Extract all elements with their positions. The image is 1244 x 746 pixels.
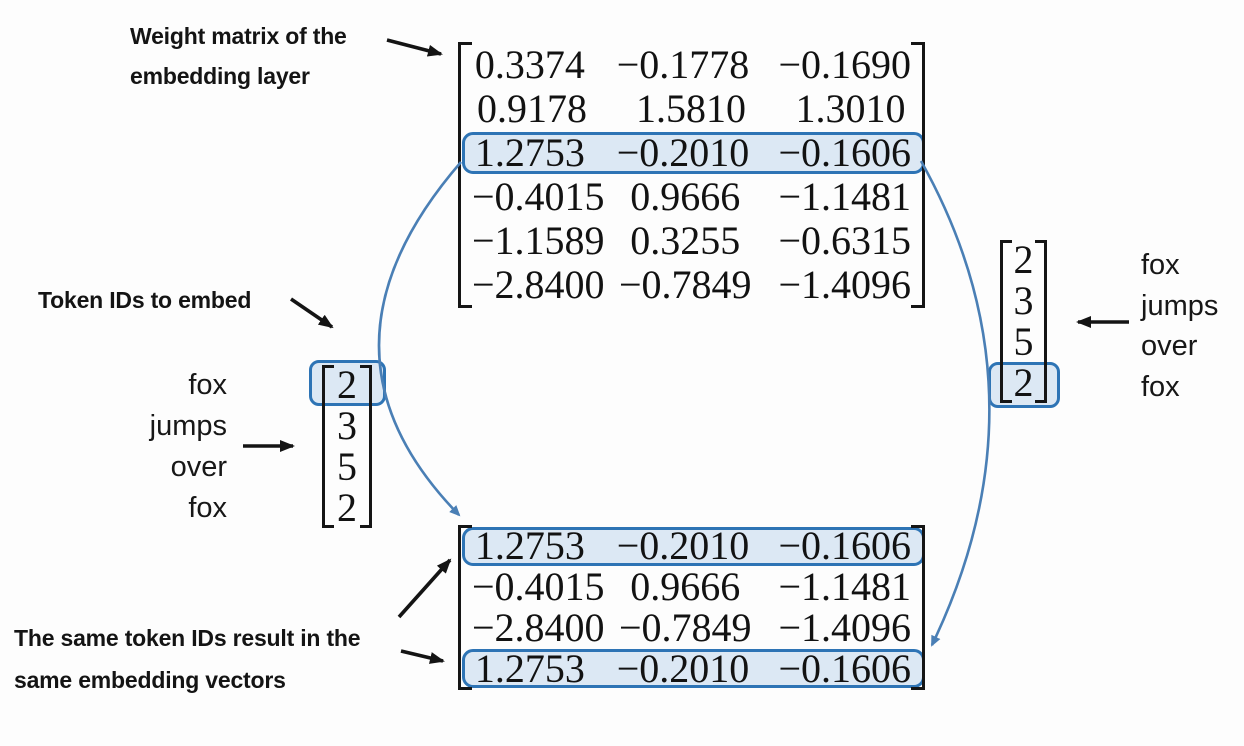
matrix-cell: 1.5810 <box>636 86 746 131</box>
token-id-left-3: 2 <box>322 487 372 528</box>
matrix-cell: −0.4015 <box>472 564 605 610</box>
matrix-cell: 1.2753 <box>474 130 585 175</box>
weight-matrix-row-1: 0.9178 1.5810 1.3010 <box>472 87 911 131</box>
token-id-value: 5 <box>1013 318 1034 364</box>
same-token-ids-label: The same token IDs result in the same em… <box>14 617 361 701</box>
same-token-ids-label-line2: same embedding vectors <box>14 667 286 693</box>
token-words-left: fox jumps over fox <box>115 365 227 529</box>
token-id-value: 2 <box>337 484 357 530</box>
right-bracket-icon <box>360 365 372 528</box>
token-id-right-2: 5 <box>1000 318 1047 364</box>
token-id-value: 3 <box>1013 278 1034 324</box>
token-id-value: 2 <box>1013 237 1034 283</box>
right-bracket-icon <box>911 42 925 308</box>
token-word: fox <box>1141 249 1180 281</box>
matrix-cell: −0.2010 <box>616 645 750 691</box>
token-id-left-1: 3 <box>322 406 372 447</box>
matrix-cell: 0.3255 <box>630 218 741 263</box>
token-id-right-0: 2 <box>1000 240 1047 281</box>
weight-matrix-row-2-highlighted: 1.2753 −0.2010 −0.1606 <box>462 130 925 175</box>
token-ids-label: Token IDs to embed <box>38 287 252 313</box>
matrix-cell: −2.8400 <box>472 262 605 307</box>
matrix-cell: 1.2753 <box>474 523 585 569</box>
token-word: over <box>1141 330 1198 362</box>
matrix-cell: −0.1606 <box>778 645 911 691</box>
token-word: fox <box>188 492 227 524</box>
embedding-matrix-row-0-highlighted: 1.2753 −0.2010 −0.1606 <box>462 523 925 569</box>
matrix-cell: −0.6315 <box>778 218 911 263</box>
matrix-cell: −2.8400 <box>472 604 605 650</box>
arrow-token-ids-label-icon <box>289 297 334 329</box>
matrix-cell: 0.9666 <box>630 564 741 610</box>
matrix-cell: −0.7849 <box>618 604 752 650</box>
embedding-matrix-row-2: −2.8400 −0.7849 −1.4096 <box>472 604 911 650</box>
token-id-value: 5 <box>337 443 357 489</box>
weight-matrix-row-5: −2.8400 −0.7849 −1.4096 <box>472 263 911 307</box>
right-bracket-icon <box>1035 240 1047 403</box>
matrix-cell: −0.7849 <box>618 262 752 307</box>
matrix-cell: 1.3010 <box>795 86 906 131</box>
token-id-right-1: 3 <box>1000 281 1047 322</box>
matrix-cell: −0.4015 <box>472 174 605 219</box>
weight-matrix: 0.3374 −0.1778 −0.1690 0.9178 1.5810 1.3… <box>458 42 925 308</box>
weight-matrix-label-line2: embedding layer <box>130 63 310 89</box>
left-bracket-icon <box>458 525 472 690</box>
matrix-cell: −1.1589 <box>472 218 605 263</box>
token-word: over <box>170 451 227 483</box>
matrix-cell: 0.3374 <box>474 42 585 87</box>
matrix-cell: −0.1690 <box>778 42 911 87</box>
weight-matrix-row-3: −0.4015 0.9666 −1.1481 <box>472 175 911 219</box>
matrix-cell: 0.9178 <box>477 86 587 131</box>
matrix-cell: −1.4096 <box>778 262 911 307</box>
matrix-cell: −0.2010 <box>616 523 750 569</box>
arc-left-token2-icon <box>377 161 462 517</box>
weight-matrix-label: Weight matrix of the embedding layer <box>130 16 347 96</box>
matrix-cell: −0.1778 <box>616 42 750 87</box>
embedding-matrix: 1.2753 −0.2010 −0.1606 −0.4015 0.9666 −1… <box>458 525 925 690</box>
token-word: jumps <box>149 410 227 442</box>
token-id-left-0-highlighted: 2 <box>309 360 386 408</box>
weight-matrix-label-line1: Weight matrix of the <box>130 23 347 49</box>
matrix-cell: −0.2010 <box>616 130 750 175</box>
embedding-matrix-row-1: −0.4015 0.9666 −1.1481 <box>472 567 911 608</box>
matrix-cell: −1.1481 <box>778 564 911 610</box>
token-id-value: 2 <box>1013 359 1034 405</box>
arrow-same-ids-top-icon <box>397 558 452 619</box>
matrix-cell: −0.1606 <box>778 523 911 569</box>
left-bracket-icon <box>458 42 472 308</box>
arrow-weight-matrix-label-icon <box>386 38 443 57</box>
token-word: fox <box>1141 370 1180 403</box>
left-bracket-icon <box>322 365 334 528</box>
arrow-same-ids-bottom-icon <box>400 649 445 664</box>
left-bracket-icon <box>1000 240 1012 403</box>
token-id-left-2: 5 <box>322 443 372 489</box>
token-id-vector-right: 2 3 5 2 <box>988 240 1060 408</box>
matrix-cell: −1.4096 <box>778 604 911 650</box>
matrix-cell: 0.9666 <box>630 174 741 219</box>
token-word: fox <box>188 369 227 401</box>
arc-right-token2-icon <box>919 160 991 647</box>
weight-matrix-row-4: −1.1589 0.3255 −0.6315 <box>472 219 911 263</box>
token-id-vector-left: 2 3 5 2 <box>309 360 386 528</box>
embedding-matrix-row-3-highlighted: 1.2753 −0.2010 −0.1606 <box>462 645 925 691</box>
token-id-value: 2 <box>337 362 357 408</box>
token-id-value: 3 <box>337 403 357 449</box>
matrix-cell: 1.2753 <box>474 645 585 691</box>
right-bracket-icon <box>911 525 925 690</box>
matrix-cell: −1.1481 <box>778 174 911 219</box>
token-word: jumps <box>1141 289 1219 322</box>
matrix-cell: −0.1606 <box>778 130 911 175</box>
weight-matrix-row-0: 0.3374 −0.1778 −0.1690 <box>472 43 911 87</box>
same-token-ids-label-line1: The same token IDs result in the <box>14 625 361 651</box>
token-words-right: fox jumps over fox <box>1141 245 1218 407</box>
